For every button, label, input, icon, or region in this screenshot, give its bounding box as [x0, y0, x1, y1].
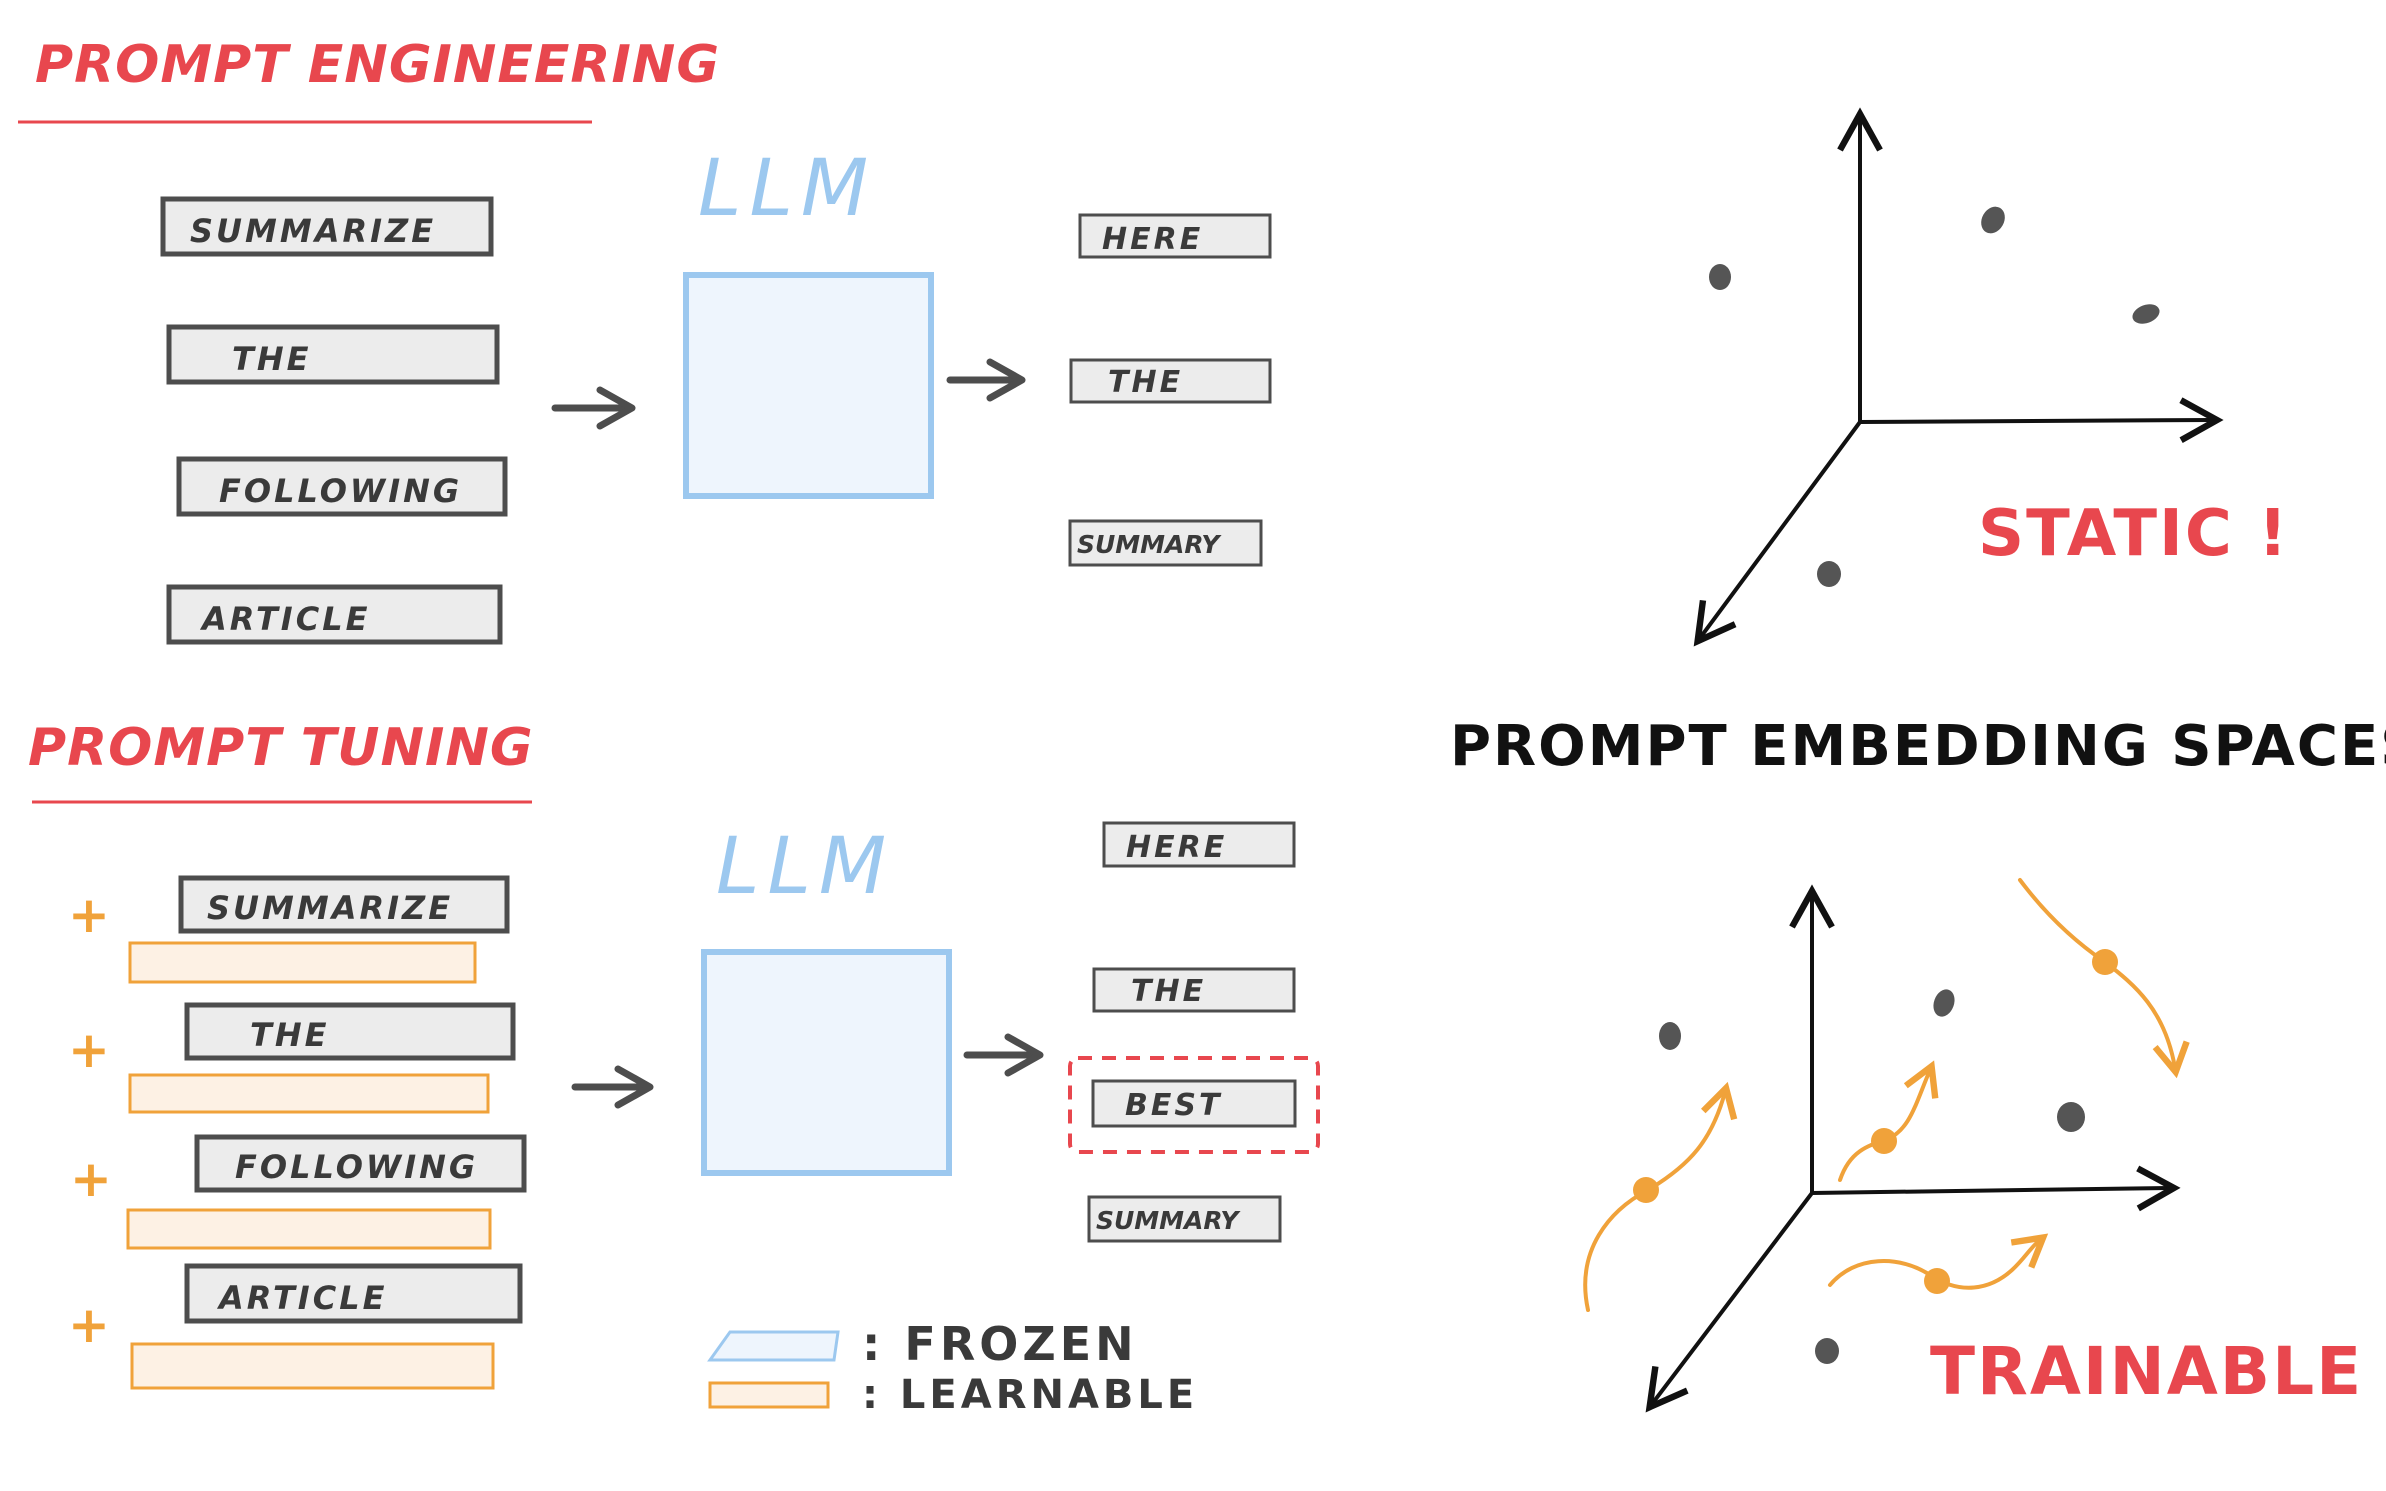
embedding-point — [1815, 1338, 1839, 1364]
pe-input-token: SUMMARIZE — [160, 196, 494, 257]
pt-plus-sign: + — [68, 1021, 110, 1079]
pt-input-token-label: THE — [250, 1016, 329, 1054]
embedding-spaces-title: PROMPT EMBEDDING SPACES — [1450, 714, 2386, 779]
trainable-trajectory — [2018, 878, 2190, 1079]
pt-output-token-highlighted: BEST — [1068, 1056, 1320, 1154]
learnable-prompt-embedding — [130, 1342, 495, 1390]
prompt-tuning-title: PROMPT TUNING — [28, 718, 534, 778]
pe-input-token: FOLLOWING — [176, 456, 508, 517]
embedding-point — [1817, 561, 1841, 587]
trainable-trajectory — [1838, 1060, 1939, 1182]
static-embedding-space: STATIC ! — [1693, 107, 2289, 647]
pt-output-token: SUMMARY — [1087, 1195, 1282, 1243]
pe-output-arrow — [946, 358, 1026, 402]
pe-input-token-label: THE — [232, 340, 311, 378]
pe-output-token-label: THE — [1108, 365, 1183, 400]
pe-output-token: HERE — [1078, 213, 1272, 259]
trainable-axes — [1645, 884, 2181, 1413]
pt-llm-label: LLM — [716, 822, 894, 912]
embedding-point — [1659, 1022, 1681, 1050]
pt-output-token-label: BEST — [1125, 1088, 1222, 1123]
trainable-label: TRAINABLE ! — [1930, 1333, 2386, 1410]
pe-output-token: SUMMARY — [1068, 519, 1263, 567]
pe-llm-label: LLM — [698, 144, 876, 234]
pt-plus-sign: + — [70, 1150, 112, 1208]
pt-input-token: FOLLOWING — [194, 1134, 527, 1193]
pe-output-token: THE — [1069, 358, 1272, 404]
learnable-prompt-embedding — [126, 1208, 492, 1250]
pt-input-token-label: SUMMARIZE — [207, 889, 453, 927]
pt-input-token-label: ARTICLE — [216, 1279, 387, 1317]
pt-output-token: THE — [1092, 967, 1296, 1013]
pe-output-token-label: SUMMARY — [1077, 530, 1222, 559]
pe-input-token-label: ARTICLE — [199, 600, 370, 638]
pe-output-token-label: HERE — [1102, 222, 1203, 257]
pt-plus-sign: + — [68, 886, 110, 944]
pe-input-token-label: FOLLOWING — [219, 472, 462, 510]
embedding-point — [2132, 304, 2160, 324]
embedding-point — [1981, 206, 2005, 234]
learnable-prompt-embedding — [128, 1073, 490, 1114]
legend-learnable-swatch — [708, 1381, 830, 1409]
embedding-point — [2057, 1102, 2085, 1132]
pe-input-arrow — [551, 386, 636, 430]
pe-input-token: ARTICLE — [166, 584, 503, 645]
legend-frozen-label: : FROZEN — [862, 1317, 1138, 1371]
prompt-engineering-title: PROMPT ENGINEERING — [35, 35, 720, 95]
pt-output-token-label: THE — [1131, 974, 1206, 1009]
trainable-trajectory — [1828, 1233, 2049, 1294]
trainable-embedding-space: TRAINABLE ! — [1583, 878, 2386, 1413]
pt-llm-box — [701, 949, 952, 1176]
prompt-tuning-section: PROMPT TUNING + + + + SUMMARIZE THE FOLL… — [28, 718, 1320, 1390]
legend: : FROZEN : LEARNABLE — [707, 1317, 1198, 1418]
prompt-engineering-section: PROMPT ENGINEERING SUMMARIZE THE FOLLOWI… — [18, 35, 1272, 645]
legend-frozen-swatch — [707, 1330, 840, 1362]
trainable-trajectory — [1583, 1081, 1738, 1312]
pt-output-token-label: HERE — [1126, 830, 1227, 865]
pt-output-token-label: SUMMARY — [1096, 1206, 1241, 1235]
pt-input-token: SUMMARIZE — [178, 875, 510, 934]
learnable-prompt-embedding — [128, 941, 477, 984]
pt-input-token-label: FOLLOWING — [235, 1148, 478, 1186]
pt-output-token: HERE — [1102, 821, 1296, 868]
pt-output-arrow — [963, 1033, 1044, 1077]
pt-input-token: ARTICLE — [184, 1263, 523, 1324]
static-label: STATIC ! — [1978, 497, 2289, 571]
pt-input-token: THE — [184, 1002, 516, 1061]
embedding-point — [1709, 264, 1731, 290]
pe-input-token-label: SUMMARIZE — [190, 212, 436, 250]
legend-learnable-label: : LEARNABLE — [862, 1372, 1198, 1418]
embedding-point — [1933, 989, 1955, 1017]
pt-input-arrow — [571, 1065, 654, 1109]
pt-plus-sign: + — [68, 1296, 110, 1354]
static-axes — [1693, 107, 2224, 647]
pe-input-token: THE — [166, 324, 500, 385]
pe-llm-box — [683, 272, 934, 499]
